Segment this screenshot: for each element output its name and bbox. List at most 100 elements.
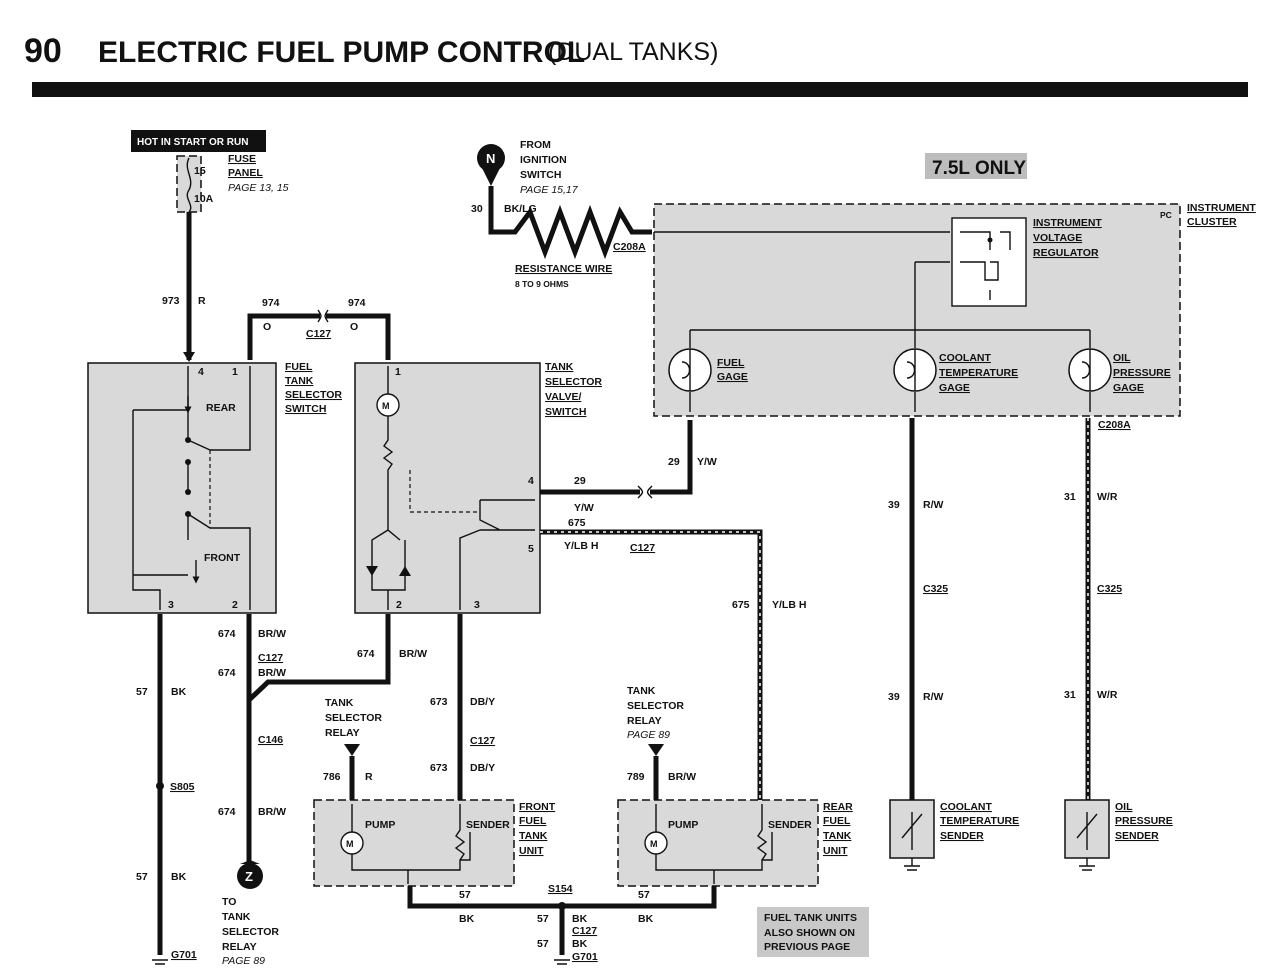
pin-1: 1 <box>232 366 238 378</box>
s154-label: S154 <box>548 883 573 895</box>
cluster-internal <box>654 231 1091 412</box>
oil-gage-3: GAGE <box>1113 382 1144 394</box>
engine-badge-box <box>925 153 1027 179</box>
c325-right: C325 <box>1097 583 1122 595</box>
c786: 786 <box>323 771 341 783</box>
os-label-1: OIL <box>1115 801 1133 813</box>
ignition-letter: N <box>486 151 495 166</box>
ftu-1: FRONT <box>519 801 556 813</box>
vr-label-1: INSTRUMENT <box>1033 217 1102 229</box>
c674-color-d: BR/W <box>399 648 427 660</box>
c127-top-connector <box>317 309 329 323</box>
c673-color-a: DB/Y <box>470 696 495 708</box>
relay-left-1: TANK <box>325 697 354 709</box>
to-relay-4: RELAY <box>222 941 257 953</box>
resistance-label: RESISTANCE WIRE <box>515 263 612 275</box>
c208a-top-label: C208A <box>613 241 646 253</box>
rtu-2: FUEL <box>823 815 851 827</box>
tsv-label-4: SWITCH <box>545 406 586 418</box>
cool-gage-3: GAGE <box>939 382 970 394</box>
c57-a: 57 <box>136 686 148 698</box>
regulator-internal <box>960 231 1011 300</box>
pin-3: 3 <box>168 599 174 611</box>
c30-color: BK/LG <box>504 203 537 215</box>
oil-gage-2: PRESSURE <box>1113 367 1171 379</box>
fuel-tank-note-box <box>757 907 869 957</box>
os-label-3: SENDER <box>1115 830 1159 842</box>
fts-label-3: SELECTOR <box>285 389 342 401</box>
wire-675 <box>540 529 763 800</box>
switch-front: FRONT <box>204 552 241 564</box>
c29-label-2: 29 <box>668 456 680 468</box>
c57-color-a: BK <box>171 686 187 698</box>
rtu-1: REAR <box>823 801 853 813</box>
c675-color-2: Y/LB H <box>772 599 806 611</box>
oil-sender-icon <box>1076 812 1098 850</box>
s154-splice <box>558 902 566 910</box>
c31-color-a: W/R <box>1097 491 1118 503</box>
to-relay-letter: Z <box>245 869 253 884</box>
wire-674 <box>246 614 391 862</box>
ign-label-2: IGNITION <box>520 154 567 166</box>
fuel-tank-selector-switch <box>87 362 277 614</box>
c786-color: R <box>365 771 373 783</box>
c674-a: 674 <box>218 628 236 640</box>
c974-color-right: O <box>350 321 358 333</box>
fuse-rating: 10A <box>194 193 214 205</box>
c789-color: BR/W <box>668 771 696 783</box>
ign-label-3: SWITCH <box>520 169 561 181</box>
c675-label-2: 675 <box>732 599 750 611</box>
diode-2-icon <box>399 566 411 576</box>
c39-color-b: R/W <box>923 691 944 703</box>
c31-b: 31 <box>1064 689 1076 701</box>
resistance-value: 8 TO 9 OHMS <box>515 279 569 289</box>
c675-label: 675 <box>568 517 586 529</box>
relay-right-2: SELECTOR <box>627 700 684 712</box>
switch-rear: REAR <box>206 402 236 414</box>
c674-color-c: BR/W <box>258 806 286 818</box>
cool-gage-1: COOLANT <box>939 352 991 364</box>
page-title: ELECTRIC FUEL PUMP CONTROL <box>98 36 585 69</box>
note-3: PREVIOUS PAGE <box>764 941 850 953</box>
c674-b: 674 <box>218 667 236 679</box>
pin-4: 4 <box>198 366 204 378</box>
note-1: FUEL TANK UNITS <box>764 912 857 924</box>
svg-text:M: M <box>382 401 390 411</box>
c974-color-left: O <box>263 321 271 333</box>
ground-icon <box>1079 858 1095 871</box>
c57-color-c: BK <box>459 913 475 925</box>
relay-left-3: RELAY <box>325 727 360 739</box>
c674-d: 674 <box>357 648 375 660</box>
wire-57-ground-bus <box>407 886 717 955</box>
cs-label-2: TEMPERATURE <box>940 815 1019 827</box>
c57-color-f: BK <box>572 938 588 950</box>
c31-color-b: W/R <box>1097 689 1118 701</box>
pin-2: 2 <box>232 599 238 611</box>
page-number: 90 <box>24 32 62 70</box>
tsv-label-3: VALVE/ <box>545 391 581 403</box>
c57-b: 57 <box>136 871 148 883</box>
s805-label: S805 <box>170 781 195 793</box>
valve-mech-link <box>409 470 480 513</box>
c57-c: 57 <box>459 889 471 901</box>
c789: 789 <box>627 771 645 783</box>
ground-icon <box>904 858 920 871</box>
cluster-label-1: INSTRUMENT <box>1187 202 1256 214</box>
to-relay-2: TANK <box>222 911 251 923</box>
ftu-2: FUEL <box>519 815 547 827</box>
c973-label: 973 <box>162 295 180 307</box>
hot-badge: HOT IN START OR RUN <box>137 137 248 148</box>
cluster-label-2: CLUSTER <box>1187 216 1237 228</box>
c674-color-a: BR/W <box>258 628 286 640</box>
c674-color-b: BR/W <box>258 667 286 679</box>
cs-label-3: SENDER <box>940 830 984 842</box>
fuse-panel-label-1: FUSE <box>228 153 256 165</box>
fuse-number: 15 <box>194 165 206 177</box>
diode-1-icon <box>366 566 378 576</box>
ftu-3: TANK <box>519 830 548 842</box>
vr-label-3: REGULATOR <box>1033 247 1099 259</box>
os-label-2: PRESSURE <box>1115 815 1173 827</box>
wire-974 <box>247 313 391 360</box>
relay-left-2: SELECTOR <box>325 712 382 724</box>
arrow <box>183 352 195 362</box>
